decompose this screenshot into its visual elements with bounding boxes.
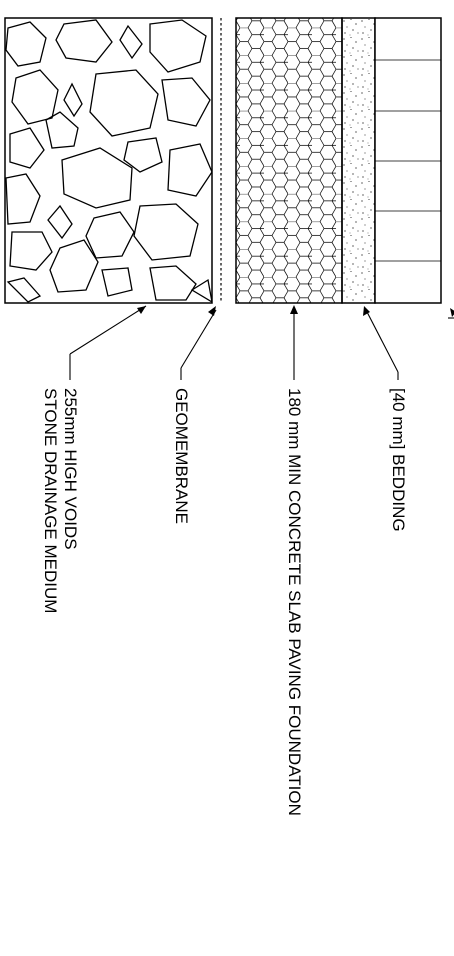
labels: 255mm HIGH VOIDS STONE DRAINAGE MEDIUM G… xyxy=(41,388,408,816)
arrowhead xyxy=(290,305,298,314)
stones xyxy=(5,19,212,303)
leader-lines xyxy=(69,305,454,380)
arrowhead xyxy=(363,306,370,316)
concrete-slab-layer xyxy=(235,17,343,304)
arrowhead xyxy=(450,308,454,317)
bedding-label: [40 mm] BEDDING xyxy=(389,388,408,532)
arrowhead xyxy=(137,306,146,314)
arrowhead xyxy=(208,306,216,316)
concrete-label: 180 mm MIN CONCRETE SLAB PAVING FOUNDATI… xyxy=(285,388,304,816)
paving-layer xyxy=(374,17,442,304)
paving-joints xyxy=(375,59,441,262)
stone-drainage-layer xyxy=(4,17,213,304)
stone-label-line1: 255mm HIGH VOIDS xyxy=(61,388,80,550)
bedding-layer xyxy=(341,17,376,304)
geomembrane-label: GEOMEMBRANE xyxy=(172,388,191,524)
stone-label-line2: STONE DRAINAGE MEDIUM xyxy=(41,388,60,613)
